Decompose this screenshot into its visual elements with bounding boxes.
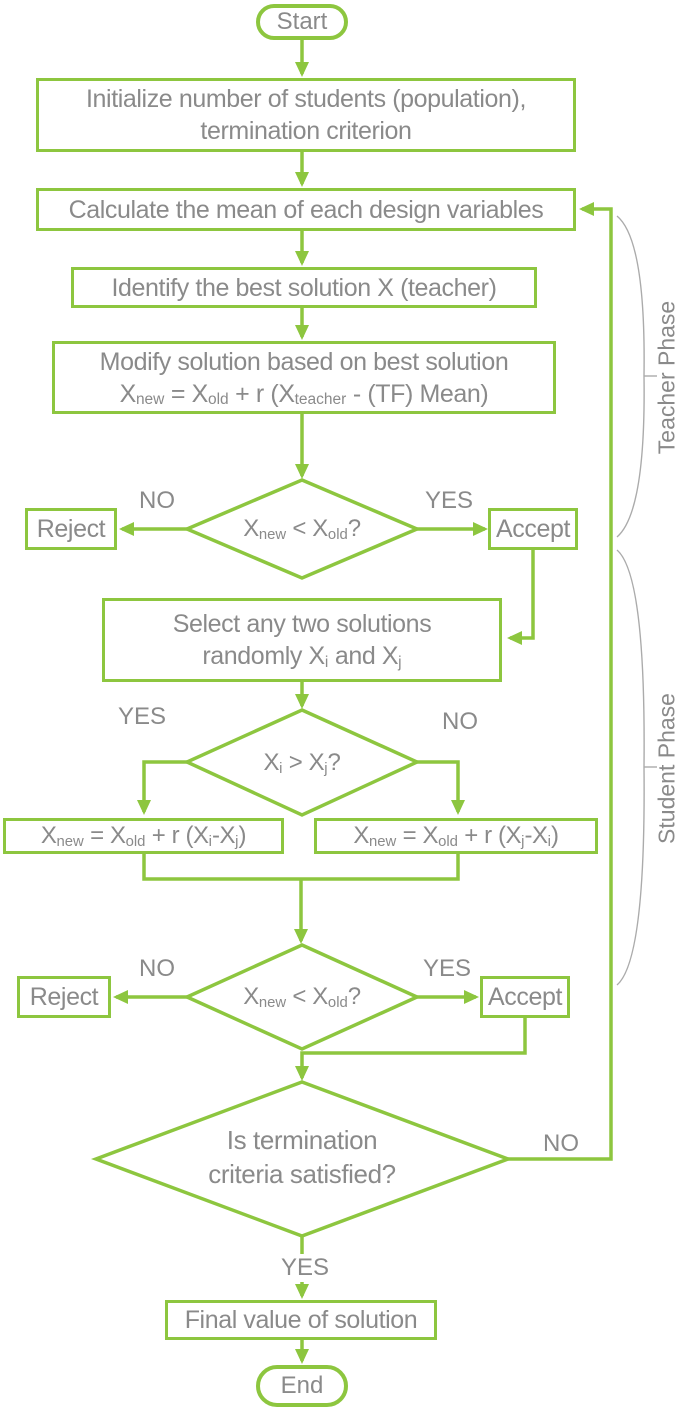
accept2-label: Accept	[487, 983, 563, 1011]
start-terminator: Start	[256, 4, 348, 40]
student-phase-brace	[616, 549, 645, 986]
process-calculate-mean: Calculate the mean of each design variab…	[36, 188, 576, 231]
teacher-phase-brace	[616, 215, 645, 538]
start-label: Start	[276, 8, 328, 35]
edge-accept1-select	[507, 550, 535, 645]
formula-right-label: Xnew = Xold + r (Xj-Xi)	[353, 822, 559, 850]
select-line2: randomly Xi and Xj	[202, 642, 402, 671]
final-label: Final value of solution	[184, 1306, 418, 1334]
end-label: End	[280, 1372, 324, 1399]
decision1-no-label: NO	[139, 487, 175, 514]
initialize-line2: termination criterion	[200, 117, 412, 145]
decision2-label: Xi > Xj?	[263, 749, 341, 777]
formula-right-box: Xnew = Xold + r (Xj-Xi)	[314, 818, 598, 854]
accept1-box: Accept	[488, 508, 578, 550]
edge-decision2-yes-formula-left	[137, 760, 187, 815]
edge-decision2-no-formula-right	[417, 760, 465, 815]
modify-line1: Modify solution based on best solution	[99, 347, 509, 376]
process-initialize: Initialize number of students (populatio…	[36, 78, 576, 152]
reject2-box: Reject	[17, 976, 111, 1018]
reject1-box: Reject	[25, 508, 117, 550]
termination-yes-label: YES	[276, 1254, 334, 1282]
formula-left-box: Xnew = Xold + r (Xi-Xj)	[3, 818, 284, 854]
termination-line1: Is termination	[226, 1125, 378, 1155]
process-modify-solution: Modify solution based on best solution X…	[52, 341, 556, 414]
edge-termination-no-loop	[508, 202, 613, 1161]
process-select-solutions: Select any two solutions randomly Xi and…	[102, 598, 502, 682]
termination-no-label: NO	[543, 1130, 579, 1157]
teacher-phase-label: Teacher Phase	[653, 300, 680, 455]
decision3-no-label: NO	[139, 955, 175, 982]
calculate-label: Calculate the mean of each design variab…	[68, 195, 544, 224]
accept2-box: Accept	[480, 976, 570, 1018]
termination-diamond	[91, 1080, 513, 1238]
process-identify-best: Identify the best solution X (teacher)	[71, 267, 537, 308]
reject1-label: Reject	[36, 515, 106, 543]
modify-formula: Xnew = Xold + r (Xteacher - (TF) Mean)	[119, 379, 489, 409]
identify-label: Identify the best solution X (teacher)	[111, 273, 497, 302]
termination-label: Is termination criteria satisfied?	[152, 1124, 452, 1192]
accept1-label: Accept	[495, 515, 571, 543]
decision1-yes-label: YES	[425, 487, 474, 514]
select-line1: Select any two solutions	[172, 610, 432, 638]
student-phase-label: Student Phase	[653, 693, 680, 844]
formula-left-label: Xnew = Xold + r (Xi-Xj)	[40, 822, 247, 850]
decision1-diamond	[182, 478, 422, 580]
decision3-label: Xnew < Xold?	[243, 983, 361, 1011]
decision2-diamond	[182, 708, 422, 817]
end-terminator: End	[256, 1365, 348, 1407]
edge-accept2-termination	[295, 1018, 527, 1081]
reject2-label: Reject	[29, 983, 99, 1011]
decision3-diamond	[182, 943, 422, 1051]
termination-line2: criteria satisfied?	[208, 1158, 396, 1189]
process-final-value: Final value of solution	[165, 1300, 437, 1340]
decision2-yes-label: YES	[117, 703, 167, 730]
edge-formula-merge	[142, 854, 460, 881]
decision1-label: Xnew < Xold?	[243, 515, 361, 543]
decision2-no-label: NO	[442, 708, 478, 735]
decision3-yes-label: YES	[423, 955, 472, 982]
initialize-line1: Initialize number of students (populatio…	[85, 85, 526, 113]
